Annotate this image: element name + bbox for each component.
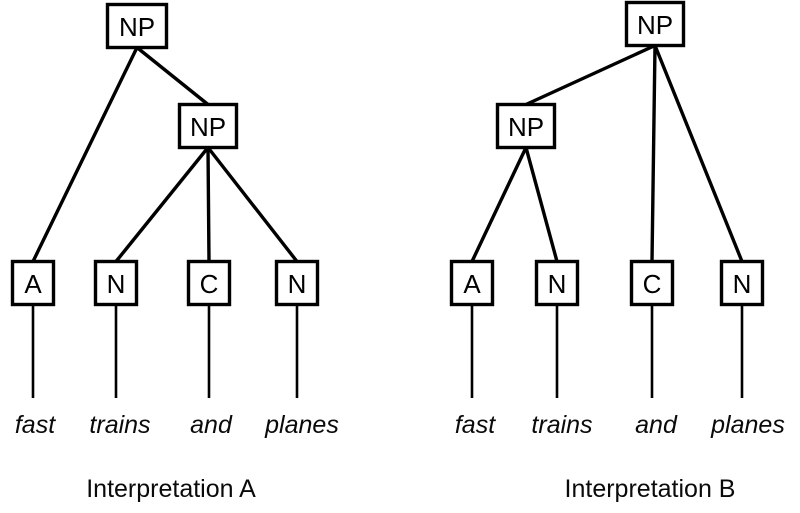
node-label: C (643, 269, 662, 299)
nodes-group: NP NP A N C N (10, 2, 320, 307)
words-group: fast trains and planes (15, 411, 339, 439)
tree-node-np-b_np2[interactable]: NP (495, 102, 557, 150)
tree-edge-b_np2-to-b_t1 (470, 146, 528, 263)
node-box (629, 259, 675, 307)
node-label: N (288, 269, 307, 299)
tree-node-np-a_root[interactable]: NP (105, 2, 169, 50)
word-label-and: and (190, 411, 233, 439)
node-box (449, 259, 495, 307)
word-label-trains: trains (89, 411, 150, 439)
tree-node-n-a_t4[interactable]: N (274, 259, 320, 307)
node-box (105, 2, 169, 50)
word-label-trains: trains (531, 411, 592, 439)
tree-edge-a_np2-to-a_t2 (114, 146, 210, 263)
node-label: NP (190, 112, 226, 142)
tree-node-n-a_t2[interactable]: N (93, 259, 139, 307)
node-label: NP (119, 12, 155, 42)
tree-edge-a_root-to-a_np2 (135, 46, 210, 106)
tree-edge-a_root-to-a_t1 (31, 46, 139, 263)
node-box (93, 259, 139, 307)
tree-node-c-a_t3[interactable]: C (186, 259, 232, 307)
panel-caption-A: Interpretation A (86, 475, 256, 503)
word-label-and: and (635, 411, 678, 439)
node-label: NP (637, 10, 673, 40)
tree-edge-a_np2-to-a_t3 (206, 147, 211, 262)
tree-edge-b_root-to-b_t3 (650, 45, 657, 262)
word-label-planes: planes (710, 411, 785, 439)
nodes-group: NP NP A N C N (449, 0, 765, 307)
tree-edge-b_root-to-b_t4 (653, 44, 744, 263)
word-stems-group (31, 304, 299, 398)
node-box (10, 259, 56, 307)
node-label: A (463, 269, 481, 299)
node-box (177, 102, 239, 150)
node-label: N (733, 269, 752, 299)
panel-caption-B: Interpretation B (565, 475, 736, 503)
word-stems-group (470, 304, 744, 398)
tree-node-n-b_t2[interactable]: N (534, 259, 580, 307)
node-label: N (548, 269, 567, 299)
node-box (719, 259, 765, 307)
tree-node-n-b_t4[interactable]: N (719, 259, 765, 307)
tree-node-np-a_np2[interactable]: NP (177, 102, 239, 150)
tree-edge-b_root-to-b_np2 (525, 43, 656, 107)
tree-node-a-b_t1[interactable]: A (449, 259, 495, 307)
word-label-planes: planes (264, 411, 339, 439)
node-box (624, 0, 686, 48)
node-label: C (200, 269, 219, 299)
node-box (274, 259, 320, 307)
node-label: NP (508, 112, 544, 142)
word-label-fast: fast (15, 411, 56, 439)
tree-node-a-a_t1[interactable]: A (10, 259, 56, 307)
tree-node-c-b_t3[interactable]: C (629, 259, 675, 307)
words-group: fast trains and planes (455, 411, 785, 439)
tree-node-np-b_root[interactable]: NP (624, 0, 686, 48)
node-box (495, 102, 557, 150)
node-box (534, 259, 580, 307)
tree-edge-b_np2-to-b_t2 (524, 147, 559, 262)
edges-group (470, 43, 744, 263)
node-label: N (107, 269, 126, 299)
node-box (186, 259, 232, 307)
tree-edge-a_np2-to-a_t4 (206, 146, 299, 263)
edges-group (31, 46, 299, 263)
word-label-fast: fast (455, 411, 496, 439)
node-label: A (24, 269, 42, 299)
